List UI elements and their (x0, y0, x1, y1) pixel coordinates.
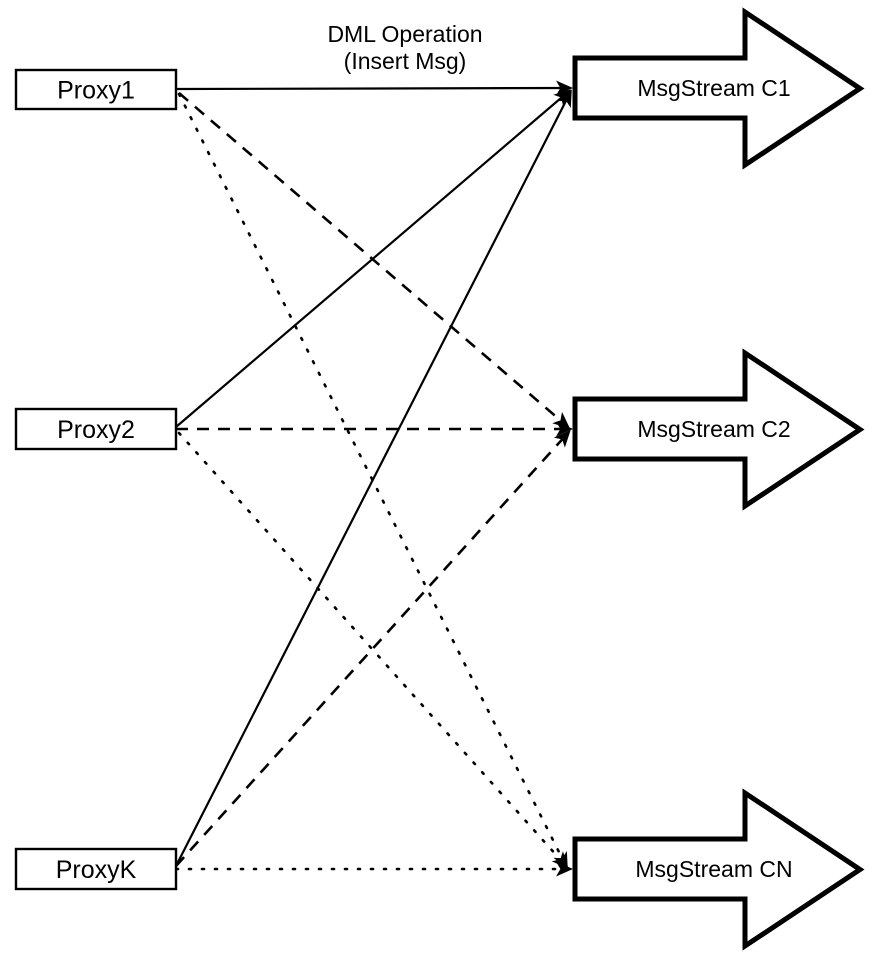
edge-proxyk-to-msgstream-c1 (175, 92, 571, 867)
dml-operation-caption: DML Operation (Insert Msg) (327, 21, 482, 74)
msgstream-node-c1[interactable]: MsgStream C1 (572, 7, 865, 170)
arrowhead-edge-proxyK-cn (556, 861, 573, 877)
proxy2-label: Proxy2 (57, 416, 135, 444)
proxy1-box[interactable] (14, 68, 178, 111)
proxyk-label: ProxyK (56, 856, 137, 884)
msgstream-cn-arrow-shape[interactable] (572, 788, 865, 951)
msgstream-node-c2[interactable]: MsgStream C2 (572, 348, 865, 511)
proxy1-label: Proxy1 (57, 77, 135, 105)
arrowhead-edge-proxy2-c2 (556, 421, 573, 437)
proxy-node-proxyk[interactable]: ProxyK (14, 847, 178, 891)
edges-layer (174, 83, 571, 874)
proxy-node-proxy1[interactable]: Proxy1 (14, 68, 178, 111)
arrowhead-edge-proxy2-cn (551, 851, 569, 869)
arrowhead-edge-proxy1-c2 (552, 411, 571, 429)
msgstream-c1-label: MsgStream C1 (637, 75, 790, 101)
edge-proxyk-to-msgstream-c2 (175, 432, 569, 867)
arrowhead-edge-proxy1-c1 (555, 80, 573, 96)
proxy2-box[interactable] (14, 407, 178, 451)
dml-operation-caption-line1: DML Operation (327, 21, 482, 47)
arrowhead-edge-proxyK-c2 (553, 430, 571, 448)
msgstream-node-cn[interactable]: MsgStream CN (572, 788, 865, 951)
proxy-node-proxy2[interactable]: Proxy2 (14, 407, 178, 451)
edge-proxy2-to-msgstream-cn (177, 431, 568, 868)
edge-proxy2-to-msgstream-c1 (175, 91, 569, 428)
proxyk-box[interactable] (14, 847, 178, 891)
dml-operation-caption-line2: (Insert Msg) (344, 48, 467, 74)
edge-proxy1-to-msgstream-c1 (175, 83, 570, 94)
msgstream-c1-arrow-shape[interactable] (572, 7, 865, 170)
msgstream-cn-label: MsgStream CN (635, 856, 792, 882)
msgstream-c2-label: MsgStream C2 (637, 416, 790, 442)
edge-heads-overlay (551, 80, 573, 877)
stream-nodes-layer: MsgStream C1 MsgStream C2 MsgStream CN (572, 7, 865, 951)
proxy-nodes-layer: Proxy1 Proxy2 ProxyK (14, 68, 178, 891)
msgstream-c2-arrow-shape[interactable] (572, 348, 865, 511)
arrowhead-edge-proxyK-c1 (557, 89, 572, 108)
